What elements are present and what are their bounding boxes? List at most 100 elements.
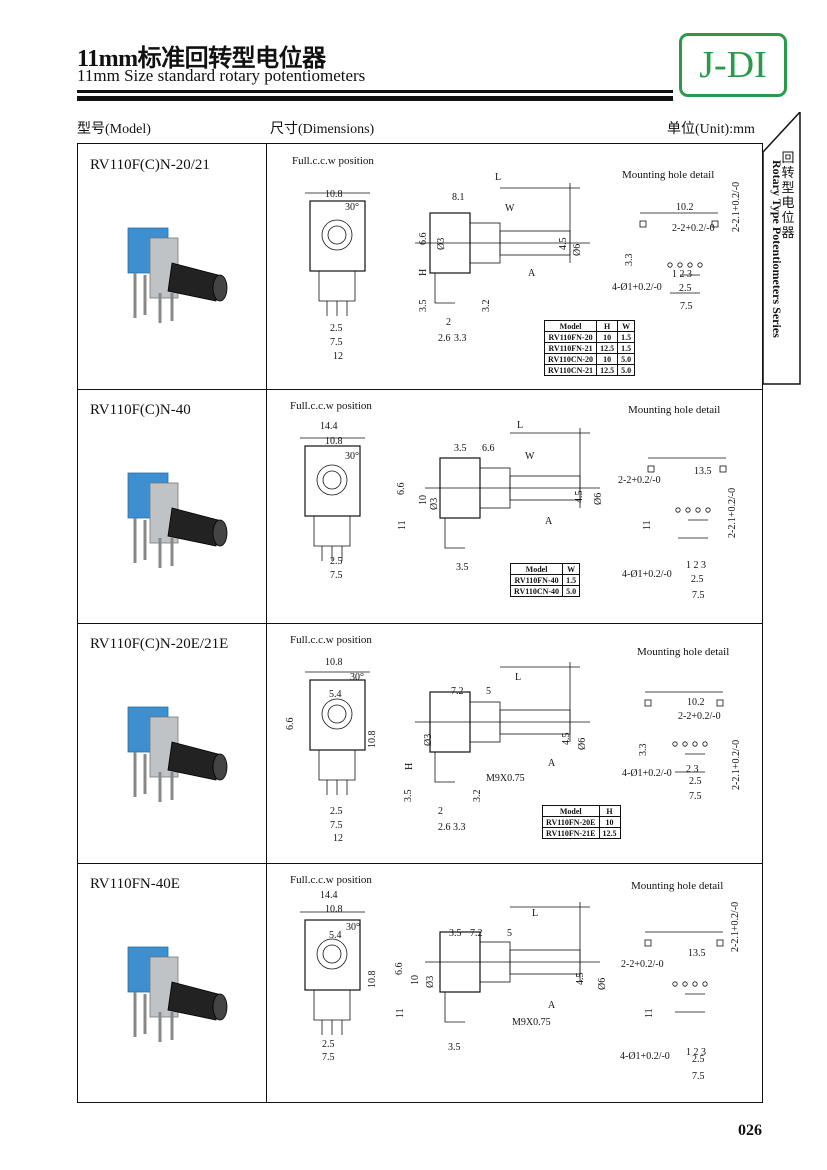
table-cell: 12.5: [596, 342, 619, 354]
model-name: RV110F(C)N-40: [90, 402, 191, 418]
table-header: W: [617, 320, 636, 332]
position-label: Full.c.c.w position: [292, 155, 374, 167]
mounting-hole-label: Mounting hole detail: [622, 169, 715, 181]
spec-table: [77, 143, 763, 1103]
dimension-label: 1 2 3: [672, 269, 692, 280]
dimension-label: 11: [395, 1008, 406, 1018]
table-cell: RV110FN-20: [543, 331, 598, 343]
dimension-label: 14.4: [320, 421, 338, 432]
dimension-label: 13.5: [688, 948, 706, 959]
dimension-label: 2-2+0.2/-0: [618, 475, 661, 486]
dimension-label: 2: [446, 317, 451, 328]
table-cell: 10: [596, 353, 619, 365]
table-cell: 5.0: [617, 364, 636, 376]
dimension-label: Ø3: [425, 975, 436, 988]
dimension-label: Ø3: [429, 497, 440, 510]
dimension-label: 10.8: [325, 189, 343, 200]
dimension-label: 12: [333, 833, 343, 844]
dimension-label: 2.5: [679, 283, 692, 294]
dimension-label: 2.5: [692, 1054, 705, 1065]
table-cell: 1.5: [617, 342, 636, 354]
table-cell: RV110FN-21E: [542, 827, 600, 839]
column-header-model: 型号(Model): [77, 122, 151, 137]
dimension-label: 4-Ø1+0.2/-0: [612, 282, 662, 293]
mounting-hole-label: Mounting hole detail: [637, 646, 730, 658]
table-cell: RV110CN-40: [509, 585, 564, 597]
table-header: H: [598, 805, 621, 817]
dimension-label: 2-2+0.2/-0: [678, 711, 721, 722]
page-title-cn: 11mm标准回转型电位器: [77, 46, 326, 72]
dimension-label: A: [528, 268, 536, 279]
dimension-label: 2.6: [438, 333, 451, 344]
dimension-label: 11: [642, 520, 653, 530]
model-name: RV110F(C)N-20E/21E: [90, 636, 229, 652]
dimension-label: 14.4: [320, 890, 338, 901]
dimension-label: Ø3: [423, 733, 434, 746]
dimension-label: 10.8: [367, 970, 378, 989]
dimension-label: 3.3: [624, 253, 635, 267]
column-header-dimensions: 尺寸(Dimensions): [270, 122, 375, 137]
dimension-label: 3.5: [448, 1042, 461, 1053]
dimension-label: M9X0.75: [512, 1017, 551, 1028]
dimension-label: Ø6: [572, 243, 583, 256]
dimension-label: Ø3: [436, 237, 447, 250]
table-cell: 5.0: [617, 353, 636, 365]
dimension-label: 4-Ø1+0.2/-0: [620, 1051, 670, 1062]
mounting-hole-label: Mounting hole detail: [631, 880, 724, 892]
dimension-label: 6.6: [396, 482, 407, 496]
dimension-label: 2 3: [686, 764, 699, 775]
dimension-label: 10.2: [676, 202, 694, 213]
dimension-label: 3.5: [418, 299, 429, 313]
dimension-label: L: [517, 420, 524, 431]
table-cell: RV110FN-40: [509, 574, 564, 586]
dimension-label: A: [548, 1000, 556, 1011]
row-divider: [78, 389, 762, 390]
dimension-label: M9X0.75: [486, 773, 525, 784]
dimension-label: 12: [333, 351, 343, 362]
table-cell: 1.5: [617, 331, 636, 343]
dimension-label: 2-2.1+0.2/-0: [731, 739, 742, 790]
dimension-label: 2.5: [330, 556, 343, 567]
table-cell: 5.0: [562, 585, 581, 597]
row-divider: [78, 863, 762, 864]
column-header-unit: 单位(Unit):mm: [667, 122, 755, 137]
dimension-label: 1 2 3: [686, 1047, 706, 1058]
dimension-label: 3.5: [449, 928, 462, 939]
dimension-label: 7.5: [322, 1052, 335, 1063]
dimension-label: 6.6: [285, 717, 296, 731]
dimension-label: 11: [644, 1008, 655, 1018]
dimension-label: 7.5: [692, 590, 705, 601]
dimension-label: L: [515, 672, 522, 683]
jdi-logo: J-DI: [679, 33, 787, 97]
dimension-label: 4.5: [558, 237, 569, 251]
dimension-label: L: [495, 172, 502, 183]
dimension-label: 8.1: [452, 192, 465, 203]
table-header: Model: [509, 563, 564, 575]
dimension-label: 30°: [345, 451, 359, 462]
dimension-label: A: [545, 516, 553, 527]
dimension-label: 7.5: [692, 1071, 705, 1082]
dimension-label: 7.5: [689, 791, 702, 802]
dimension-label: 2.5: [322, 1039, 335, 1050]
dimension-label: 30°: [346, 922, 360, 933]
model-name: RV110F(C)N-20/21: [90, 157, 210, 173]
side-tab-en: Rotary Type Potentiometers Series: [770, 160, 784, 338]
dimension-label: 2-2+0.2/-0: [672, 223, 715, 234]
dimension-label: 5.4: [329, 689, 342, 700]
table-cell: RV110CN-20: [543, 353, 598, 365]
header-rule: [77, 90, 673, 93]
dimension-label: 7.5: [330, 570, 343, 581]
dimension-label: 3.3: [453, 822, 466, 833]
position-label: Full.c.c.w position: [290, 634, 372, 646]
dimension-label: 2-2.1+0.2/-0: [730, 901, 741, 952]
table-cell: 12.5: [596, 364, 619, 376]
dimension-label: 3.5: [403, 789, 414, 803]
table-cell: 1.5: [562, 574, 581, 586]
dimension-label: 4-Ø1+0.2/-0: [622, 768, 672, 779]
